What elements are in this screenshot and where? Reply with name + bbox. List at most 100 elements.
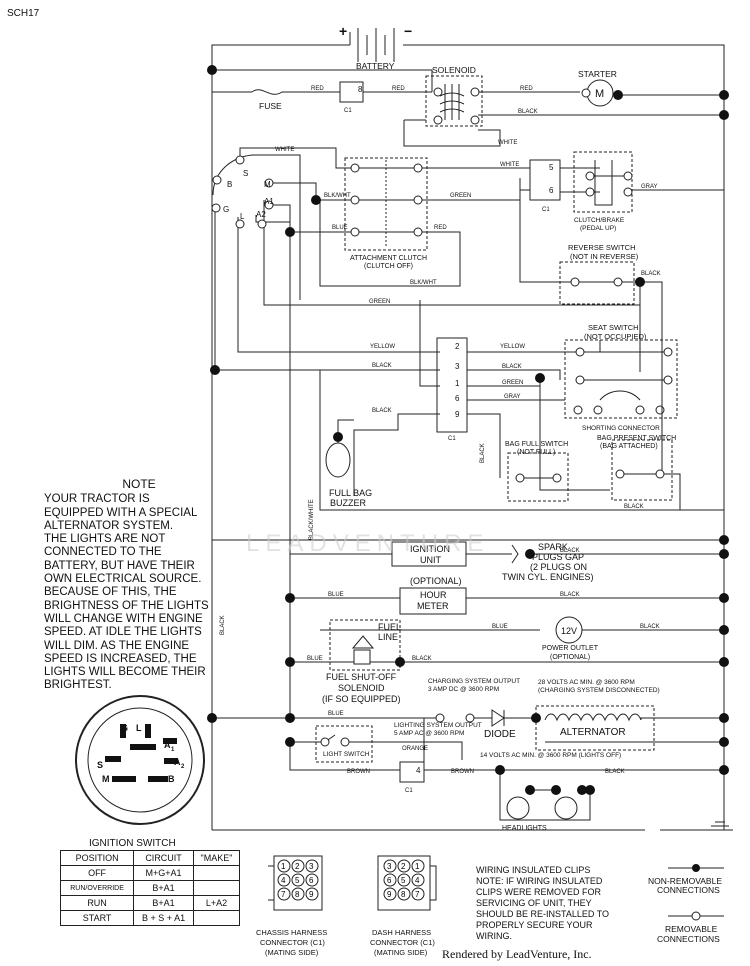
table-header-circuit: CIRCUIT: [133, 850, 194, 866]
table-cell: RUN/OVERRIDE: [59, 880, 135, 896]
optional-label: (OPTIONAL): [410, 576, 462, 586]
wire-green-3: GREEN: [502, 380, 523, 386]
c1-label-top: C1: [344, 108, 352, 114]
battery-plus-label: +: [339, 23, 347, 39]
spark-label-3: (2 PLUGS ON: [530, 562, 587, 572]
fuel-solenoid-label-1: FUEL SHUT-OFF: [326, 672, 397, 682]
dash-connector-label-1: DASH HARNESS: [372, 928, 431, 937]
starter-m-label: M: [595, 88, 604, 100]
wire-red-1: RED: [311, 86, 324, 92]
clutch-brake-sub: (PEDAL UP): [580, 225, 616, 232]
ignition-switch-face: G L A 1 A 2 S M B: [75, 695, 205, 825]
wire-black-12: BLACK: [605, 769, 625, 775]
clips-note-line-3: CLIPS WERE REMOVED FOR: [476, 887, 602, 897]
ignition-unit-label-2: UNIT: [420, 555, 441, 565]
pin-4: 4: [416, 766, 421, 775]
key-pin-a2-sub: 2: [181, 764, 185, 770]
clips-note-line-2: NOTE: IF WIRING INSULATED: [476, 876, 603, 886]
headlights-label: HEADLIGHTS: [502, 825, 547, 832]
doc-code: SCH17: [7, 8, 40, 19]
note-line: CONNECTED TO THE: [44, 546, 162, 559]
bag-full-switch-sub: (NOT FULL): [517, 449, 555, 456]
table-cell: [193, 910, 240, 926]
table-cell: B+A1: [133, 895, 194, 911]
clips-note-line-4: SERVICING OF UNIT, THEY: [476, 898, 592, 908]
hour-meter-label-2: METER: [417, 601, 449, 611]
clips-note-line-7: WIRING.: [476, 931, 512, 941]
c1-label-bottom: C1: [405, 788, 413, 794]
table-cell: [193, 865, 240, 881]
wire-brown-1: BROWN: [347, 769, 370, 775]
light-switch-label: LIGHT SWITCH: [323, 751, 370, 758]
bag-full-switch-label: BAG FULL SWITCH: [505, 441, 568, 448]
connector-pin-number: 5: [295, 876, 300, 885]
note-line: SPEED. AT IDLE THE LIGHTS: [44, 626, 202, 639]
table-cell: OFF: [59, 865, 135, 881]
dash-connector-label-3: (MATING SIDE): [374, 948, 428, 957]
note-line: EQUIPPED WITH A SPECIAL: [44, 506, 198, 519]
note-line: ALTERNATOR SYSTEM.: [44, 519, 174, 532]
switch-pin-a2: A2: [256, 210, 266, 219]
note-line: WILL DIM. AS THE ENGINE: [44, 639, 190, 652]
ignition-switch-title: IGNITION SWITCH: [89, 838, 176, 849]
hour-meter-label-1: HOUR: [420, 590, 447, 600]
ignition-unit-label-1: IGNITION: [410, 544, 450, 554]
connector-pin: [411, 873, 425, 887]
chassis-connector-label-1: CHASSIS HARNESS: [256, 928, 327, 937]
note-line: BRIGHTNESS OF THE LIGHTS: [44, 599, 209, 612]
battery-label: BATTERY: [356, 61, 395, 71]
bag-present-switch-label: BAG PRESENT SWITCH: [597, 435, 676, 442]
power-outlet-label-2: (OPTIONAL): [550, 654, 590, 661]
wire-blue-1: BLUE: [332, 225, 348, 231]
switch-pin-b: B: [227, 180, 232, 189]
table-header-position: POSITION: [59, 850, 135, 866]
connector-pin-number: 3: [387, 862, 392, 871]
connector-pin: [383, 859, 397, 873]
footer-credit: Rendered by LeadVenture, Inc.: [442, 947, 592, 961]
wire-red-3: RED: [520, 86, 533, 92]
connector-pin: [383, 887, 397, 901]
watermark: LEADVENTURE: [246, 530, 490, 557]
key-pin-s: S: [97, 760, 103, 770]
chassis-connector-label-2: CONNECTOR (C1): [260, 938, 325, 947]
wire-white-1: WHITE: [498, 140, 517, 146]
ac28-label-2: (CHARGING SYSTEM DISCONNECTED): [538, 687, 660, 694]
spark-label-2: PLUGS GAP: [532, 552, 584, 562]
full-bag-label: FULL BAG: [329, 488, 372, 498]
note-line: BECAUSE OF THIS, THE: [44, 586, 177, 599]
switch-pin-g: G: [223, 205, 229, 214]
wire-black-white: BLACK/WHITE: [309, 499, 315, 540]
pin-3: 3: [455, 362, 460, 371]
wire-blue-4: BLUE: [307, 656, 323, 662]
connector-pin: [291, 887, 305, 901]
wire-black-1: BLACK: [518, 109, 538, 115]
attachment-clutch-label: ATTACHMENT CLUTCH: [350, 255, 427, 262]
connector-pin: [397, 887, 411, 901]
switch-pin-l: L: [240, 212, 245, 221]
connector-pin-number: 9: [387, 890, 392, 899]
table-cell: [193, 880, 240, 896]
note-line: LIGHTS WILL BECOME THEIR: [44, 666, 206, 679]
wire-black-9: BLACK: [560, 548, 580, 554]
connector-pin-number: 8: [295, 890, 300, 899]
connector-pin-number: 2: [295, 862, 300, 871]
table-cell: B + S + A1: [133, 910, 194, 926]
key-pin-m: M: [102, 774, 110, 784]
wire-orange: ORANGE: [402, 746, 428, 752]
wire-blue-3: BLUE: [492, 624, 508, 630]
legend-removable-2: CONNECTIONS: [657, 934, 720, 944]
table-cell: START: [59, 910, 135, 926]
wire-red-4: RED: [434, 225, 447, 231]
note-line: BRIGHTEST.: [44, 679, 112, 692]
clips-note-line-6: PROPERLY SECURE YOUR: [476, 920, 593, 930]
attachment-clutch-sub: (CLUTCH OFF): [364, 263, 413, 270]
c1-label-mid: C1: [542, 207, 550, 213]
buzzer-label: BUZZER: [330, 498, 367, 508]
wire-blkwht-1: BLK/WHT: [324, 193, 351, 199]
connector-pin: [277, 859, 291, 873]
connector-pin-number: 1: [281, 862, 286, 871]
table-cell: B+A1: [133, 880, 194, 896]
